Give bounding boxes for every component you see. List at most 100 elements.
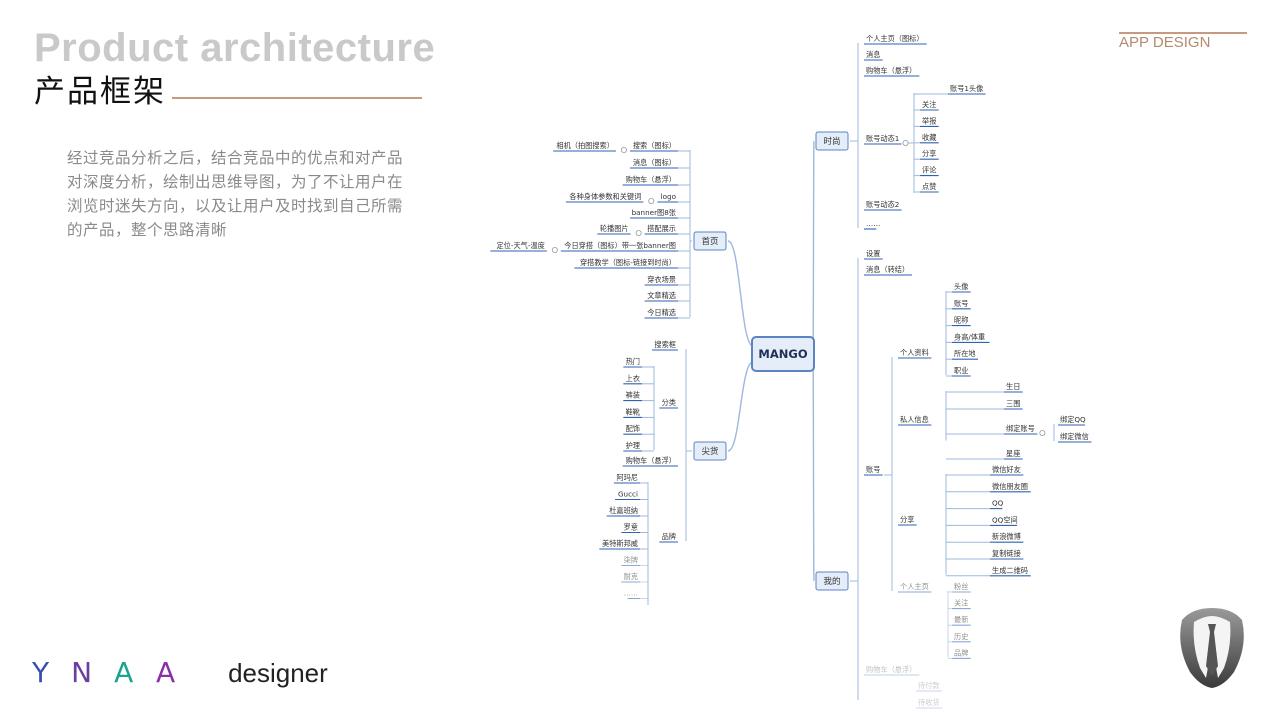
branch-node — [815, 131, 849, 151]
node-label: banner图8张 — [632, 208, 676, 217]
page-title-chinese: 产品框架 — [34, 74, 166, 110]
node-label: 身高/体重 — [954, 332, 985, 341]
node-label: 购物车（悬浮） — [626, 456, 676, 465]
node-label: 上衣 — [626, 374, 640, 383]
node-label: 消息（转结） — [866, 265, 909, 274]
node-label: 账号动态1 — [866, 134, 899, 143]
node-label: 穿衣场景 — [647, 275, 676, 284]
node-label: 分类 — [662, 398, 676, 407]
node-label: 相机（拍图搜索） — [556, 141, 614, 150]
node-label: 配饰 — [626, 424, 640, 433]
branch-node — [693, 441, 727, 461]
branch-node — [693, 231, 727, 251]
node-label: 账号1头像 — [950, 84, 983, 93]
node-label: 微信朋友圈 — [992, 482, 1028, 491]
node-label: 各种身体参数和关键词 — [569, 192, 641, 201]
node-label: 个人主页 — [900, 582, 929, 591]
node-label: 生日 — [1006, 382, 1020, 391]
node-label: 穿搭教学（图标-链接到时尚） — [580, 258, 676, 267]
node-label: 个人资料 — [900, 348, 929, 357]
node-label: 杜嘉班纳 — [609, 506, 638, 515]
node-label: 消息 — [866, 50, 880, 59]
connector-line — [727, 240, 754, 347]
node-label: 生成二维码 — [992, 566, 1028, 575]
node-label: 阿玛尼 — [616, 473, 638, 482]
node-label: 分享 — [922, 149, 936, 158]
node-label: 今日精选 — [647, 308, 676, 317]
description-line: 浏览时迷失方向，以及让用户及时找到自己所需 — [67, 197, 404, 215]
node-label: 关注 — [954, 599, 968, 608]
logo-letter: A — [156, 656, 198, 689]
node-label: 复制链接 — [992, 549, 1021, 558]
node-label: 头像 — [954, 282, 968, 291]
node-label: 微信好友 — [992, 465, 1021, 474]
node-label: 热门 — [626, 357, 640, 366]
node-label: 绑定账号 — [1006, 424, 1035, 433]
node-label: …… — [624, 589, 638, 598]
description-line: 经过竞品分析之后，结合竞品中的优点和对产品 — [67, 149, 404, 167]
app-design-tag: APP DESIGN — [1119, 34, 1211, 51]
root-node — [751, 336, 815, 372]
node-label: 绑定QQ — [1060, 415, 1086, 424]
node-label: 账号 — [954, 299, 968, 308]
node-label: 收藏 — [922, 133, 936, 142]
node-label: 粉丝 — [954, 582, 968, 591]
tag-divider — [1119, 32, 1247, 34]
node-label: 昵称 — [954, 316, 968, 325]
node-label: logo — [661, 192, 676, 201]
node-label: 罗意 — [624, 523, 638, 532]
designer-label: designer — [228, 658, 328, 688]
node-label: …… — [866, 219, 880, 228]
node-label: 最新 — [954, 615, 968, 624]
node-label: 轮播图片 — [600, 224, 629, 233]
node-label: 购物车（悬浮） — [866, 66, 916, 75]
title-divider — [172, 97, 422, 99]
node-label: Gucci — [618, 490, 638, 499]
node-label: 待收货 — [918, 698, 940, 707]
node-label: 关注 — [922, 100, 936, 109]
logo-letter: N — [71, 656, 115, 689]
node-label: 星座 — [1006, 449, 1020, 458]
branch-label: 首页 — [701, 236, 718, 247]
branch-label: 尖货 — [701, 446, 719, 457]
collapse-toggle-icon — [551, 246, 558, 253]
node-label: 个人主页（图标） — [866, 34, 924, 43]
node-label: QQ空间 — [992, 515, 1018, 524]
node-label: 购物车（悬浮） — [626, 175, 676, 184]
node-label: 举报 — [922, 116, 936, 125]
node-label: 账号 — [866, 465, 880, 474]
connector-line — [727, 361, 754, 452]
node-label: 三围 — [1006, 399, 1020, 408]
node-label: 耐克 — [624, 572, 638, 581]
node-label: 新浪微博 — [992, 532, 1021, 541]
node-label: 所在地 — [954, 349, 976, 358]
node-label: 裤装 — [626, 391, 640, 400]
node-label: 柒牌 — [624, 556, 638, 565]
node-label: 鞋靴 — [626, 407, 640, 416]
node-label: 搜索（图标） — [633, 141, 676, 150]
node-label: 历史 — [954, 632, 968, 641]
connector-line — [812, 140, 815, 347]
collapse-toggle-icon — [1039, 429, 1046, 436]
node-label: 待付款 — [918, 681, 940, 690]
node-label: 私人信息 — [900, 415, 929, 424]
collapse-toggle-icon — [648, 197, 655, 204]
description-text: 经过竞品分析之后，结合竞品中的优点和对产品 对深度分析，绘制出思维导图，为了不让… — [67, 146, 412, 242]
node-label: 购物车（悬浮） — [866, 665, 916, 674]
node-label: 搜索框 — [654, 340, 676, 349]
node-label: 分享 — [900, 515, 914, 524]
page-title-english: Product architecture — [34, 26, 436, 70]
branch-node — [815, 571, 849, 591]
root-label: MANGO — [758, 347, 807, 361]
node-label: 定位-天气-温度 — [496, 241, 544, 250]
node-label: 美特斯邦威 — [602, 539, 638, 548]
node-label: 品牌 — [662, 532, 676, 541]
connector-line — [812, 361, 815, 582]
collapse-toggle-icon — [635, 229, 642, 236]
node-label: 品牌 — [954, 648, 968, 657]
branch-label: 时尚 — [823, 136, 840, 147]
collapse-toggle-icon — [620, 146, 627, 153]
node-label: 账号动态2 — [866, 200, 899, 209]
node-label: 今日穿搭（图标）带一张banner图 — [564, 241, 676, 250]
